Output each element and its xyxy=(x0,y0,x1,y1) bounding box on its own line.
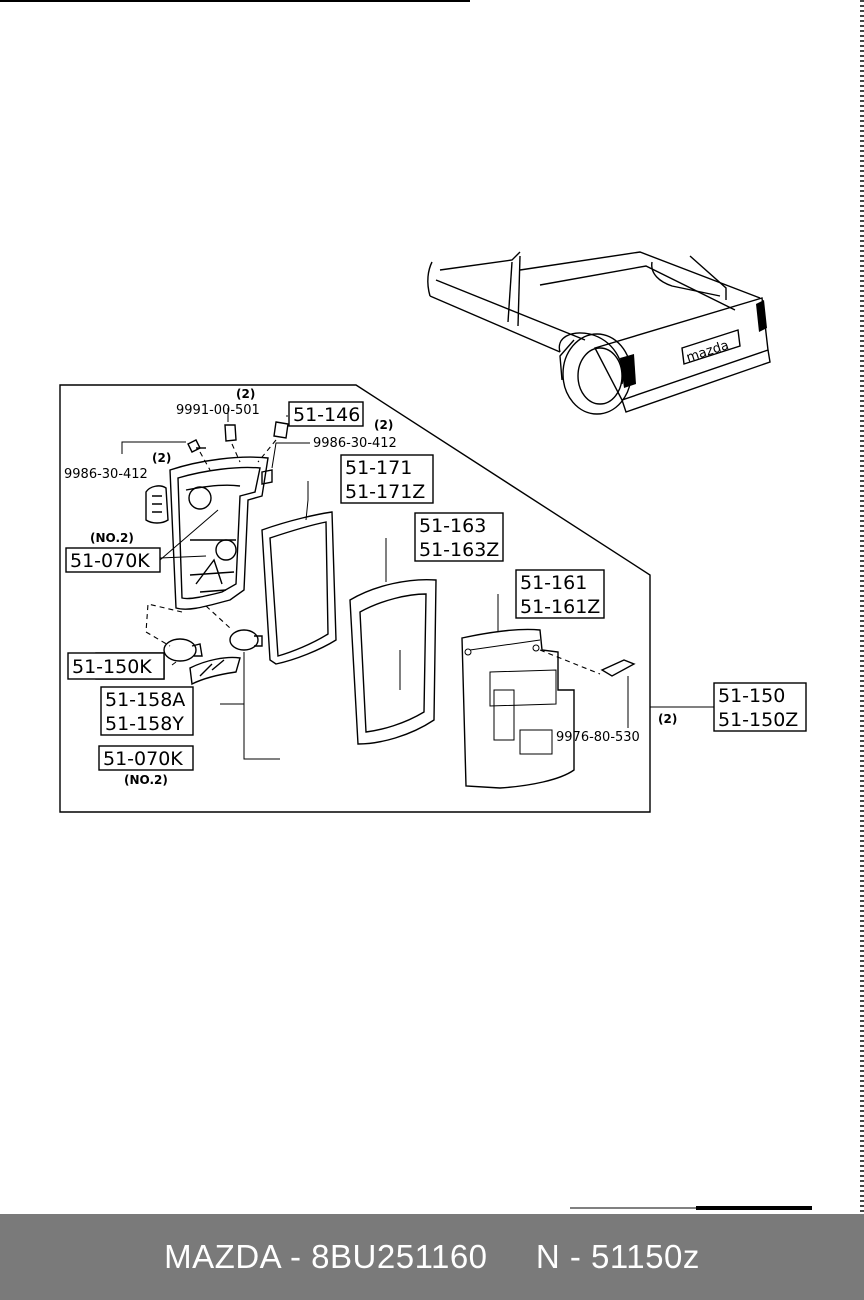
part-box-51-070k-bottom xyxy=(98,745,194,771)
lens-frame-51-163 xyxy=(349,578,437,745)
part-51-161z: 51-161Z xyxy=(520,596,600,618)
part-51-070k-top: 51-070K xyxy=(70,550,150,572)
lens-51-161 xyxy=(461,628,636,789)
part-51-161: 51-161 xyxy=(520,572,587,594)
part-9986-30-412-left: 9986-30-412 xyxy=(64,467,148,482)
leader-lines xyxy=(121,408,714,760)
diagram-frame xyxy=(59,384,651,813)
part-51-171: 51-171 xyxy=(345,457,412,479)
part-box-51-146 xyxy=(288,401,364,427)
part-box-51-070k-top xyxy=(65,547,161,573)
gasket-51-171 xyxy=(261,511,337,665)
part-box-51-161 xyxy=(515,569,605,619)
part-51-158a: 51-158A xyxy=(105,689,185,711)
part-box-51-150k-outer xyxy=(67,652,165,680)
qty-9991: (2) xyxy=(236,387,255,401)
fasteners-top xyxy=(187,421,289,485)
qty-9976: (2) xyxy=(658,712,677,726)
no2-top: (NO.2) xyxy=(90,531,134,545)
qty-9986-right: (2) xyxy=(374,418,393,432)
lamp-housing xyxy=(145,456,269,610)
part-9991-00-501: 9991-00-501 xyxy=(176,403,260,418)
part-51-158y: 51-158Y xyxy=(105,713,184,735)
parts-diagram: mazda xyxy=(59,251,812,1210)
part-box-51-171 xyxy=(340,454,434,504)
footer-caption: MAZDA - 8BU251160 N - 51150z xyxy=(0,1214,864,1300)
part-box-51-158 xyxy=(100,686,194,736)
part-51-150: 51-150 xyxy=(718,685,785,707)
reflector-51-158 xyxy=(189,656,241,686)
qty-9986-left: (2) xyxy=(152,451,171,465)
footer-rule-thick xyxy=(696,1206,812,1210)
part-labels: (2) 9991-00-501 51-146 (2) 9986-30-412 (… xyxy=(64,387,807,787)
part-51-150k: 51-150K xyxy=(72,656,152,678)
truck-illustration: mazda xyxy=(427,251,771,415)
part-51-171z: 51-171Z xyxy=(345,481,425,503)
scan-edge xyxy=(860,0,864,1214)
bulbs xyxy=(145,603,263,662)
part-box-51-150 xyxy=(713,682,807,732)
no2-bottom: (NO.2) xyxy=(124,773,168,787)
top-border-line xyxy=(0,0,470,2)
part-51-150z: 51-150Z xyxy=(718,709,798,731)
part-9976-80-530: 9976-80-530 xyxy=(556,730,640,745)
part-9986-30-412-right: 9986-30-412 xyxy=(313,436,397,451)
part-51-070k-bottom: 51-070K xyxy=(103,748,183,770)
part-box-51-163 xyxy=(414,512,504,562)
part-51-163: 51-163 xyxy=(419,515,486,537)
mazda-badge-text: mazda xyxy=(685,338,731,366)
part-51-163z: 51-163Z xyxy=(419,539,499,561)
part-51-146: 51-146 xyxy=(293,404,360,426)
